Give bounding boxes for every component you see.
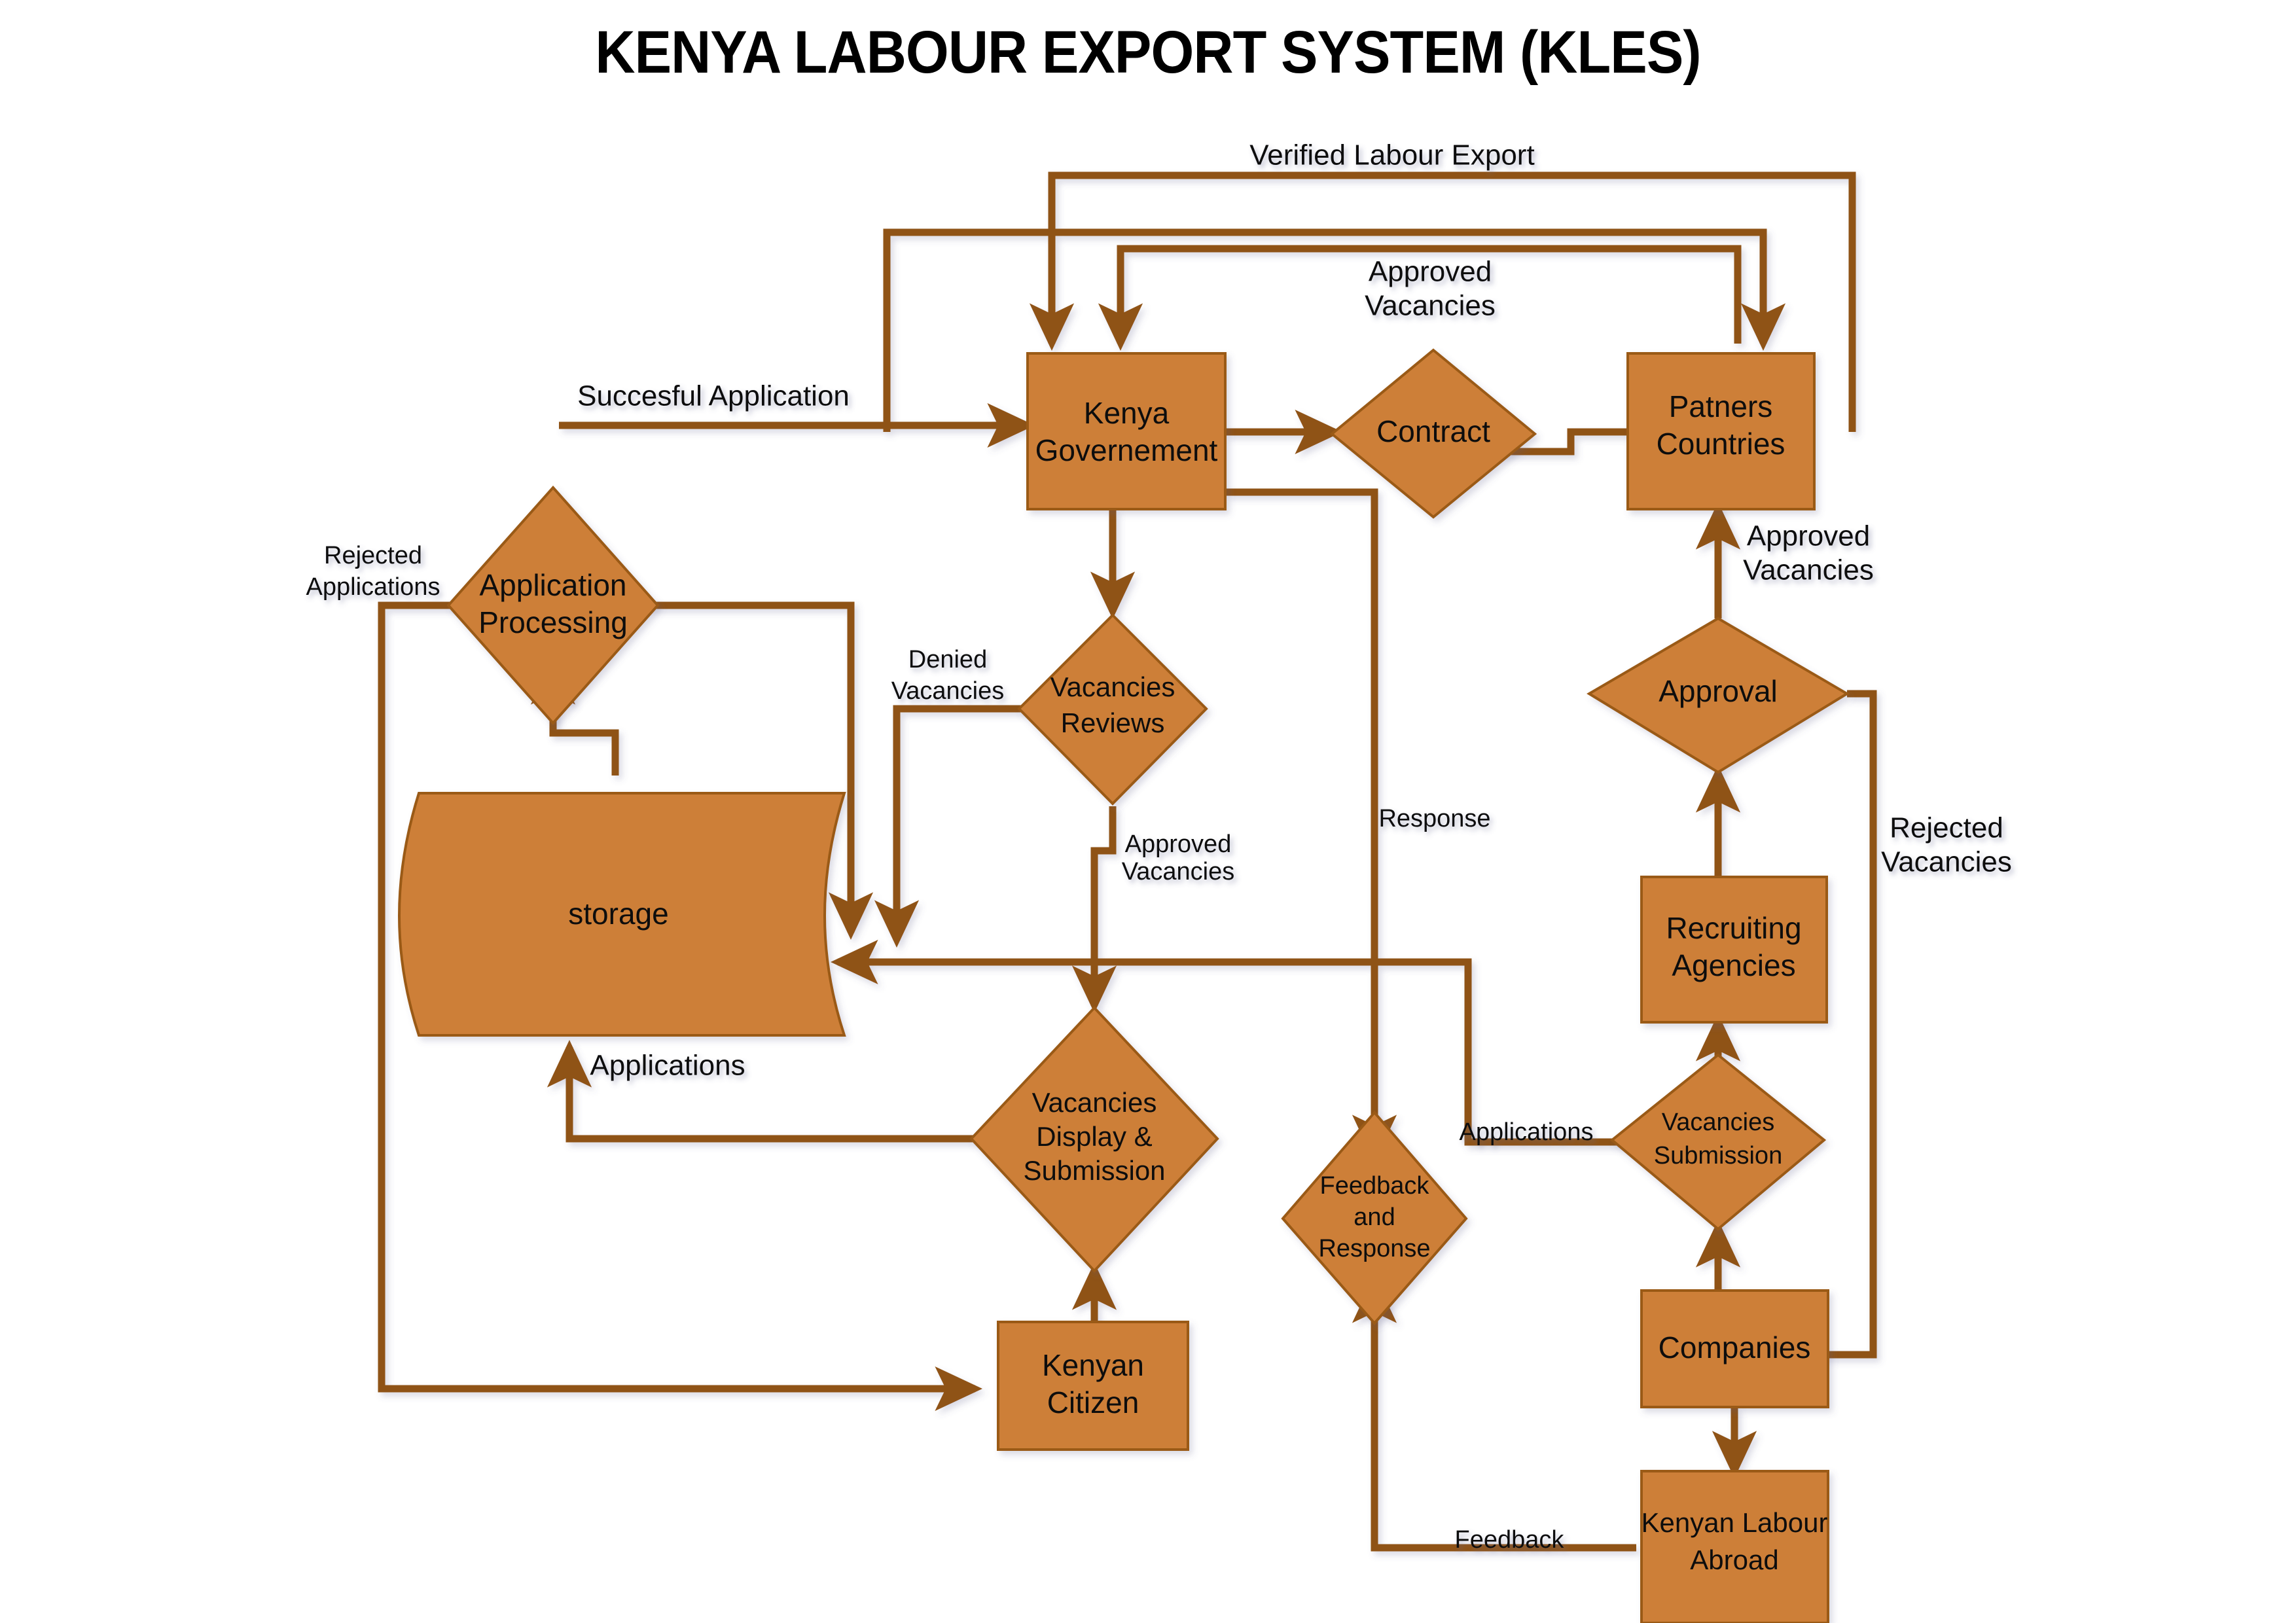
node-application-processing[interactable]: Application Processing xyxy=(446,485,660,726)
node-recruiting-agencies[interactable]: Recruiting Agencies xyxy=(1640,876,1828,1024)
node-contract[interactable]: Contract xyxy=(1329,348,1537,519)
edge-kengov-response xyxy=(1225,488,1397,1163)
edge-label-verified-labour-export: Verified Labour Export xyxy=(1249,139,1534,171)
node-label-kenyan-citizen-line2: Citizen xyxy=(1047,1385,1139,1419)
node-label-recruiting-agencies-line2: Agencies xyxy=(1672,948,1795,982)
node-label-feedback-response-line2: and xyxy=(1354,1204,1395,1231)
node-label-application-processing-line1: Application xyxy=(479,568,626,602)
node-label-vacancies-submission-line2: Submission xyxy=(1654,1142,1782,1169)
node-label-application-processing-line2: Processing xyxy=(478,605,628,639)
edge-approved-vacancies-inner xyxy=(1098,245,1742,351)
node-storage[interactable]: storage xyxy=(398,792,846,1037)
node-label-feedback-response-line3: Response xyxy=(1318,1235,1430,1262)
node-label-vacdisplay-line1: Vacancies xyxy=(1032,1087,1157,1118)
edge-label-feedback: Feedback xyxy=(1455,1526,1565,1554)
edge-label-applications-left: Applications xyxy=(590,1050,745,1082)
node-kenyan-citizen[interactable]: Kenyan Citizen xyxy=(997,1321,1189,1451)
node-label-kenyan-citizen-line1: Kenyan xyxy=(1042,1348,1144,1382)
edge-approved-vacancies-mid xyxy=(1071,806,1117,1014)
edge-label-response: Response xyxy=(1378,805,1490,832)
node-label-contract: Contract xyxy=(1376,414,1490,448)
node-label-labour-abroad-line2: Abroad xyxy=(1690,1544,1778,1575)
edge-label-denied-vacancies-line2: Vacancies xyxy=(891,677,1005,705)
node-label-recruiting-agencies-line1: Recruiting xyxy=(1666,911,1801,945)
node-vacancies-display-submission[interactable]: Vacancies Display & Submission xyxy=(969,1006,1219,1273)
edge-label-approved-vacancies-mid-line1: Approved xyxy=(1125,830,1232,858)
node-feedback-and-response[interactable]: Feedback and Response xyxy=(1281,1110,1468,1326)
edge-applications-right xyxy=(830,939,1636,1146)
node-label-patners-countries-line2: Countries xyxy=(1657,427,1785,461)
node-label-kenya-government-line1: Kenya xyxy=(1084,396,1170,430)
node-patners-countries[interactable]: Patners Countries xyxy=(1626,352,1816,510)
edge-label-approved-vacancies-right-line2: Vacancies xyxy=(1743,554,1874,586)
edge-label-applications-right: Applications xyxy=(1460,1118,1594,1146)
node-label-vacdisplay-line2: Display & xyxy=(1036,1121,1152,1152)
edge-feedback xyxy=(1352,1275,1636,1552)
edge-label-succesful-application: Succesful Application xyxy=(577,380,850,412)
node-companies[interactable]: Companies xyxy=(1640,1289,1829,1408)
page-title: KENYA LABOUR EXPORT SYSTEM (KLES) xyxy=(595,19,1701,86)
edge-label-approved-vacancies-right-line1: Approved xyxy=(1747,520,1870,552)
node-label-vacancies-reviews-line2: Reviews xyxy=(1061,707,1165,738)
edge-rejected-vacancies xyxy=(1753,690,1877,1378)
edge-applications-left xyxy=(547,1039,974,1143)
edge-label-rejected-vacancies-line2: Vacancies xyxy=(1881,846,2012,878)
edge-label-approved-vacancies-top-line1: Approved xyxy=(1369,256,1492,288)
node-label-kenya-government-line2: Governement xyxy=(1035,433,1218,467)
edge-rejected-applications xyxy=(378,601,983,1412)
node-layer: Application Processing storage Kenya Gov… xyxy=(398,348,1850,1623)
node-kenya-government[interactable]: Kenya Governement xyxy=(1026,352,1227,510)
edge-label-rejected-applications-line2: Applications xyxy=(306,573,440,601)
node-vacancies-submission[interactable]: Vacancies Submission xyxy=(1609,1053,1827,1231)
node-label-companies: Companies xyxy=(1659,1330,1811,1364)
edge-verified-labour-export xyxy=(1029,171,1856,432)
edge-approved-vacancies-top-outer xyxy=(883,228,1786,432)
edge-label-rejected-vacancies-line1: Rejected xyxy=(1890,812,2003,844)
edge-denied-vacancies xyxy=(874,705,1030,948)
node-label-approval: Approval xyxy=(1659,674,1778,708)
node-vacancies-reviews[interactable]: Vacancies Reviews xyxy=(1017,613,1208,806)
node-label-feedback-response-line1: Feedback xyxy=(1320,1172,1430,1200)
edge-label-layer: Verified Labour Export Approved Vacancie… xyxy=(306,139,2012,1554)
node-label-labour-abroad-line1: Kenyan Labour xyxy=(1641,1507,1828,1538)
node-label-storage: storage xyxy=(568,897,668,931)
node-approval[interactable]: Approval xyxy=(1587,616,1850,774)
node-label-vacdisplay-line3: Submission xyxy=(1023,1155,1165,1186)
node-label-patners-countries-line1: Patners xyxy=(1669,389,1773,423)
node-kenyan-labour-abroad[interactable]: Kenyan Labour Abroad xyxy=(1640,1470,1829,1623)
edge-label-approved-vacancies-mid-line2: Vacancies xyxy=(1122,858,1235,885)
edge-appproc-to-storage xyxy=(615,601,874,940)
edge-label-approved-vacancies-top-line2: Vacancies xyxy=(1365,290,1496,322)
edge-label-denied-vacancies-line1: Denied xyxy=(908,646,987,673)
node-label-vacancies-reviews-line1: Vacancies xyxy=(1050,671,1175,702)
node-label-vacancies-submission-line1: Vacancies xyxy=(1662,1109,1775,1136)
edge-label-rejected-applications-line1: Rejected xyxy=(324,542,422,569)
